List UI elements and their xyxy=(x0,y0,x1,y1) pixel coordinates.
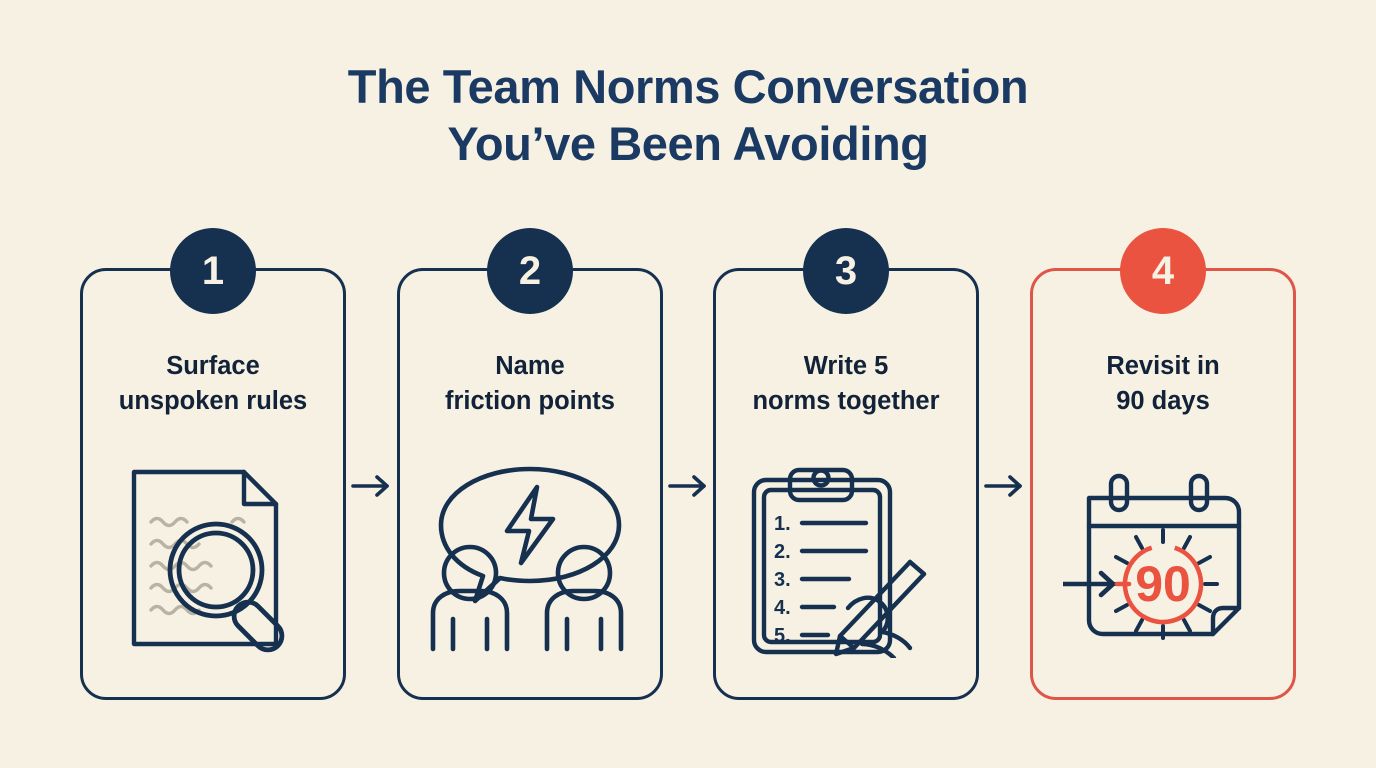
step-label-2-line-2: friction points xyxy=(445,387,615,415)
document-magnifier-icon xyxy=(131,469,285,653)
step-card-3[interactable]: 3 Write 5 norms together 1. 2. xyxy=(713,228,979,700)
step-label-1: Surface unspoken rules xyxy=(93,349,333,419)
step-label-4-line-2: 90 days xyxy=(1116,387,1210,415)
arrow-step-3-to-4 xyxy=(984,475,1022,497)
calendar-90-days-icon: 90 xyxy=(1063,473,1242,640)
step-label-1-line-2: unspoken rules xyxy=(118,387,308,415)
step-card-4[interactable]: 4 Revisit in 90 days xyxy=(1030,228,1296,700)
step-card-1[interactable]: 1 Surface unspoken rules xyxy=(80,228,346,700)
step-label-4-line-1: Revisit in xyxy=(1106,352,1220,380)
arrow-step-1-to-2 xyxy=(351,475,389,497)
ninety-ring xyxy=(1122,543,1204,625)
step-badge-4: 4 xyxy=(1120,228,1206,314)
step-label-3: Write 5 norms together xyxy=(726,349,966,419)
step-icon-4-wrap: 90 xyxy=(1033,453,1293,663)
step-number-1: 1 xyxy=(201,249,225,293)
step-label-3-line-2: norms together xyxy=(752,387,940,415)
page-title-line-1: The Team Norms Conversation xyxy=(347,60,1029,113)
arrow-step-2-to-3 xyxy=(668,475,706,497)
step-icon-1-wrap xyxy=(83,453,343,663)
list-number-2: 2. xyxy=(774,541,791,563)
step-icon-2-wrap xyxy=(400,453,660,663)
step-number-3: 3 xyxy=(834,249,858,293)
list-number-4: 4. xyxy=(774,597,791,619)
step-badge-3: 3 xyxy=(803,228,889,314)
step-card-2[interactable]: 2 Name friction points xyxy=(397,228,663,700)
incoming-arrow-icon xyxy=(1063,570,1116,598)
step-badge-1: 1 xyxy=(170,228,256,314)
list-number-5: 5. xyxy=(774,625,791,647)
people-speech-bolt-icon xyxy=(430,466,623,652)
steps-row: 1 Surface unspoken rules xyxy=(80,228,1296,702)
clipboard-list-numbers: 1. 2. 3. 4. 5. xyxy=(774,513,791,647)
list-number-3: 3. xyxy=(774,569,791,591)
step-icon-3-wrap: 1. 2. 3. 4. 5. xyxy=(716,453,976,663)
page-title-line-2: You’ve Been Avoiding xyxy=(447,117,929,170)
step-number-4: 4 xyxy=(1151,249,1175,293)
step-label-4: Revisit in 90 days xyxy=(1043,349,1283,419)
clipboard-hand-pen-icon: 1. 2. 3. 4. 5. xyxy=(751,467,926,658)
step-badge-2: 2 xyxy=(487,228,573,314)
ninety-value: 90 xyxy=(1135,556,1191,612)
page-title: The Team Norms Conversation You’ve Been … xyxy=(0,58,1376,172)
step-label-1-line-1: Surface xyxy=(166,352,260,380)
step-label-2-line-1: Name xyxy=(495,352,565,380)
step-label-2: Name friction points xyxy=(410,349,650,419)
step-label-3-line-1: Write 5 xyxy=(803,352,889,380)
step-number-2: 2 xyxy=(518,249,542,293)
list-number-1: 1. xyxy=(774,513,791,535)
